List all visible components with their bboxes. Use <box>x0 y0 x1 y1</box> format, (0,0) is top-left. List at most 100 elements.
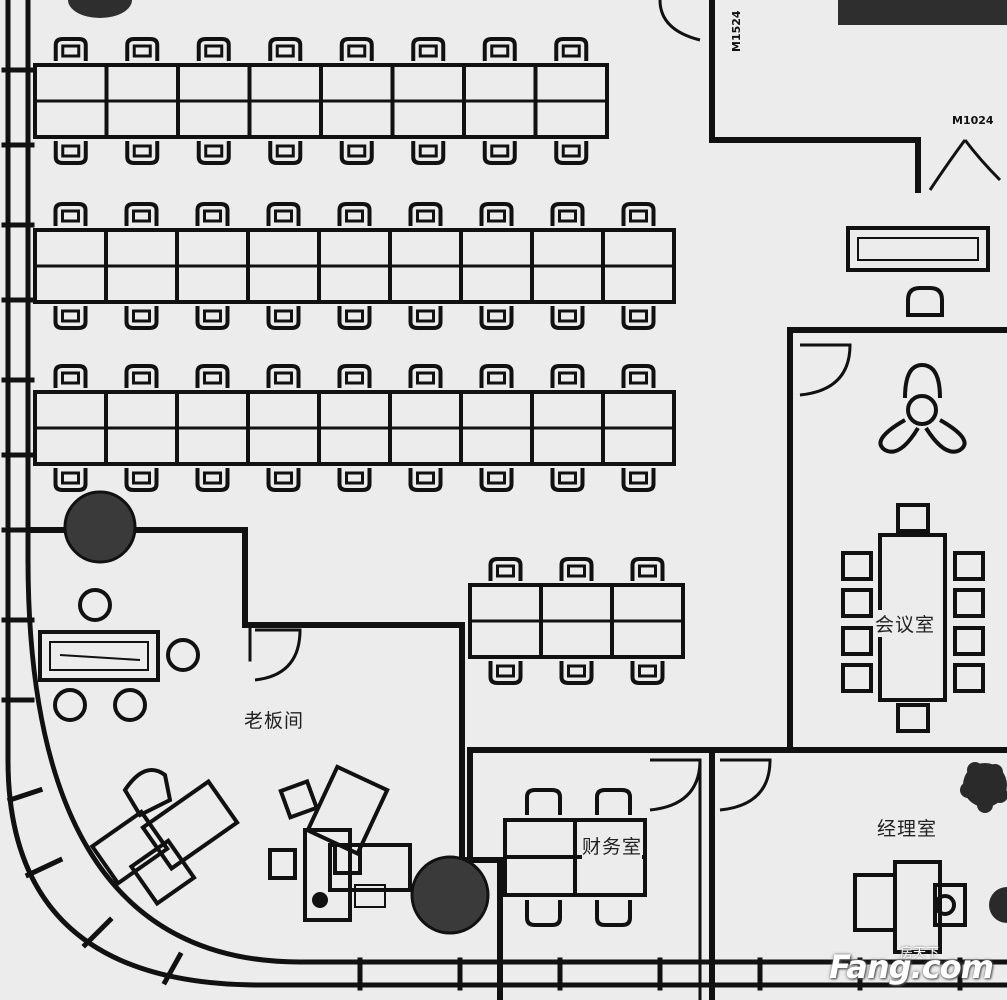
meeting-chair <box>841 663 873 693</box>
chair <box>488 557 523 581</box>
chair-seat <box>274 209 293 223</box>
chair-seat <box>418 144 438 158</box>
door-code-top: M1524 <box>730 10 743 52</box>
chair <box>124 468 159 492</box>
chair-seat <box>629 209 648 223</box>
meeting-chair <box>841 551 873 581</box>
chair <box>408 202 443 226</box>
chair-seat <box>561 144 581 158</box>
chair <box>630 661 665 685</box>
chair-seat <box>561 44 581 58</box>
chair-seat <box>487 209 506 223</box>
label-meeting-room: 会议室 <box>875 610 936 637</box>
chair-seat <box>61 209 80 223</box>
chair <box>411 141 446 165</box>
chair <box>266 306 301 330</box>
chair-seat <box>496 564 515 578</box>
chair-seat <box>487 471 506 485</box>
chair <box>550 202 585 226</box>
chair <box>408 306 443 330</box>
meeting-chair <box>841 588 873 618</box>
chair-seat <box>347 144 367 158</box>
chair <box>53 364 88 388</box>
chair <box>337 202 372 226</box>
chair-seat <box>416 471 435 485</box>
chair <box>124 202 159 226</box>
label-manager-room: 经理室 <box>877 818 938 840</box>
chair-seat <box>496 664 515 678</box>
chair <box>550 468 585 492</box>
chair <box>408 468 443 492</box>
chair <box>125 37 160 61</box>
chair-seat <box>347 44 367 58</box>
solid-elements <box>63 0 1007 935</box>
chair-seat <box>203 471 222 485</box>
chair <box>479 306 514 330</box>
boss-office-furniture <box>38 588 412 922</box>
chair-seat <box>61 371 80 385</box>
lounge-chairs <box>878 362 967 454</box>
doors <box>254 0 1002 812</box>
chair-seat <box>558 209 577 223</box>
chair-seat <box>61 471 80 485</box>
chair-seat <box>132 44 152 58</box>
chair-seat <box>490 44 510 58</box>
chair-seat <box>487 309 506 323</box>
chair-seat <box>132 309 151 323</box>
chair <box>125 141 160 165</box>
label-finance-room: 财务室 <box>582 832 643 859</box>
workstation-desks <box>33 37 685 685</box>
chair-seat <box>132 471 151 485</box>
chair <box>266 364 301 388</box>
chair-seat <box>132 209 151 223</box>
watermark-brand: Fang.com <box>829 948 994 986</box>
chair-seat <box>203 371 222 385</box>
chair <box>550 364 585 388</box>
chair-seat <box>416 209 435 223</box>
plant-icon <box>960 762 1007 813</box>
chair-seat <box>567 664 586 678</box>
chair <box>195 364 230 388</box>
meeting-chair <box>841 626 873 656</box>
meeting-chair <box>953 663 985 693</box>
chair-seat <box>274 309 293 323</box>
reception-desk <box>846 226 990 317</box>
meeting-chair <box>953 626 985 656</box>
chair-seat <box>629 309 648 323</box>
chair-seat <box>345 309 364 323</box>
door-code-right: M1024 <box>952 114 994 127</box>
chair <box>621 202 656 226</box>
chair-seat <box>132 144 152 158</box>
chair-seat <box>416 371 435 385</box>
chair-seat <box>61 144 81 158</box>
chair <box>124 306 159 330</box>
chair <box>196 37 231 61</box>
chair-seat <box>203 209 222 223</box>
chair-seat <box>345 371 364 385</box>
watermark-cn: 房天下 <box>899 946 939 961</box>
chair <box>621 468 656 492</box>
chair-seat <box>275 44 295 58</box>
meeting-chair <box>953 551 985 581</box>
chair <box>482 141 517 165</box>
chair-seat <box>61 44 81 58</box>
chair <box>621 306 656 330</box>
chair-seat <box>61 309 80 323</box>
chair-seat <box>558 309 577 323</box>
chair <box>479 364 514 388</box>
chair-seat <box>490 144 510 158</box>
chair <box>559 557 594 581</box>
chair <box>337 306 372 330</box>
chair-seat <box>558 371 577 385</box>
chair <box>621 364 656 388</box>
chair <box>488 661 523 685</box>
chair-seat <box>629 371 648 385</box>
chair <box>268 141 303 165</box>
chair <box>266 202 301 226</box>
manager-furniture <box>853 860 967 954</box>
chair <box>124 364 159 388</box>
chair <box>408 364 443 388</box>
chair-seat <box>638 564 657 578</box>
chair-seat <box>275 144 295 158</box>
